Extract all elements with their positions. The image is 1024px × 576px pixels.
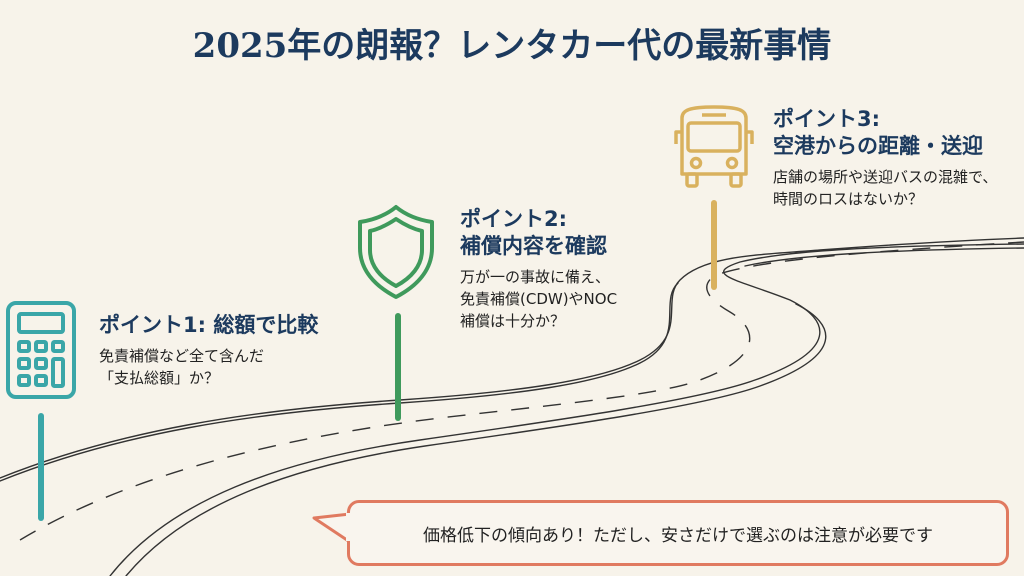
point1-description: 免責補償など全て含んだ 「支払総額」か？ bbox=[99, 347, 265, 387]
point3-pole bbox=[711, 200, 717, 290]
point3-description: 店舗の場所や送迎バスの混雑で、 時間のロスはないか？ bbox=[773, 168, 998, 208]
point2-heading: ポイント2: 補償内容を確認 bbox=[460, 207, 607, 258]
callout-text: 価格低下の傾向あり！ただし、安さだけで選ぶのは注意が必要です bbox=[423, 525, 933, 546]
page-title: 2025年の朗報？レンタカー代の最新事情 bbox=[192, 26, 832, 66]
point3-label: ポイント3: 空港からの距離・送迎 店舗の場所や送迎バスの混雑で、 時間のロスは… bbox=[773, 106, 997, 210]
point2-description: 万が一の事故に備え、 免責補償(CDW)やNOC 補償は十分か？ bbox=[460, 268, 618, 330]
point3-heading: ポイント3: 空港からの距離・送迎 bbox=[773, 107, 983, 158]
bus-icon bbox=[674, 105, 754, 188]
callout-tail bbox=[312, 512, 351, 544]
callout-tail-joint bbox=[346, 513, 352, 541]
callout-box: 価格低下の傾向あり！ただし、安さだけで選ぶのは注意が必要です bbox=[347, 500, 1009, 566]
shield-icon bbox=[358, 205, 434, 299]
point1-label: ポイント1: 総額で比較 免責補償など全て含んだ 「支払総額」か？ bbox=[99, 312, 318, 389]
point2-label: ポイント2: 補償内容を確認 万が一の事故に備え、 免責補償(CDW)やNOC … bbox=[460, 206, 617, 332]
point2-pole bbox=[395, 313, 401, 421]
point1-heading: ポイント1: 総額で比較 bbox=[99, 313, 319, 337]
point1-pole bbox=[38, 413, 44, 521]
calculator-icon bbox=[6, 301, 76, 399]
